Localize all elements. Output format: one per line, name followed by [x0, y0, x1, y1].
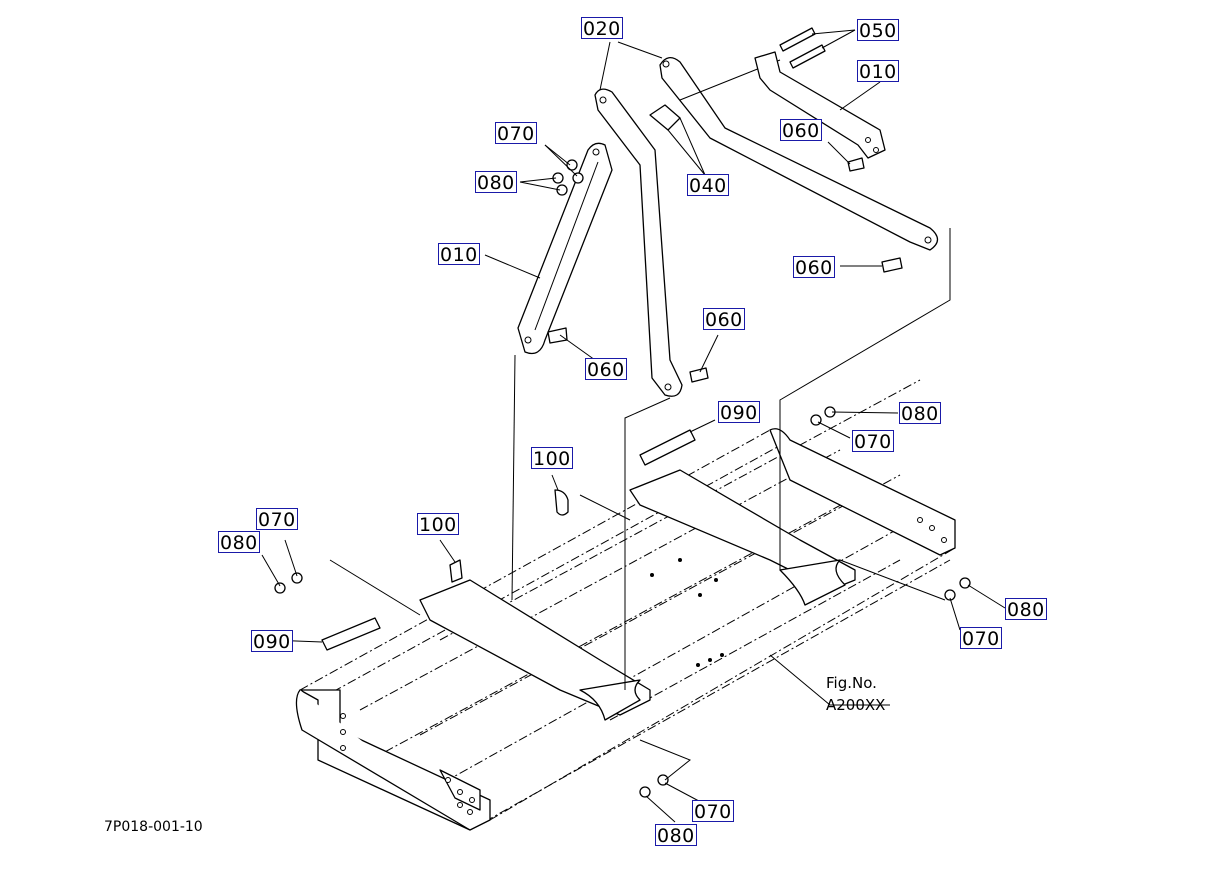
callout-060: 060 — [793, 256, 835, 279]
figure-ref-line2: A200XX — [826, 696, 886, 714]
frame-holes — [340, 517, 947, 815]
callout-070: 070 — [256, 508, 298, 531]
callout-020: 020 — [581, 17, 623, 40]
callout-010: 010 — [857, 60, 899, 83]
callout-080: 080 — [1005, 598, 1047, 621]
callout-080: 080 — [218, 531, 260, 554]
callout-090: 090 — [718, 401, 760, 424]
plate-010-left — [517, 142, 613, 355]
plate-010-right — [754, 51, 886, 159]
callout-100: 100 — [531, 447, 573, 470]
leader-lines — [261, 29, 1006, 823]
callout-060: 060 — [585, 358, 627, 381]
callout-080: 080 — [655, 824, 697, 847]
callout-070: 070 — [852, 430, 894, 453]
callout-080: 080 — [899, 402, 941, 425]
figure-ref-line1: Fig.No. — [826, 674, 877, 692]
callout-080: 080 — [475, 171, 517, 194]
callout-050: 050 — [857, 19, 899, 42]
callout-070: 070 — [692, 800, 734, 823]
callout-070: 070 — [495, 122, 537, 145]
link-020 — [594, 57, 939, 397]
callout-060: 060 — [703, 308, 745, 331]
hardware — [274, 27, 971, 798]
callout-010: 010 — [438, 243, 480, 266]
callout-100: 100 — [417, 513, 459, 536]
drawing-number: 7P018-001-10 — [104, 819, 203, 835]
callout-070: 070 — [960, 627, 1002, 650]
callout-040: 040 — [687, 174, 729, 197]
callout-060: 060 — [780, 119, 822, 142]
callout-090: 090 — [251, 630, 293, 653]
